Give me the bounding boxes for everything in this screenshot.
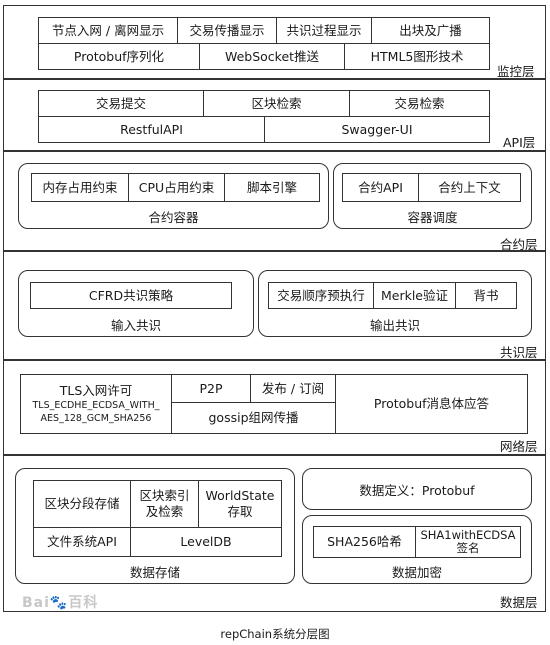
monitor-consensus-process: 共识过程显示 bbox=[276, 17, 372, 44]
leveldb: LevelDB bbox=[130, 527, 282, 557]
endorsement: 背书 bbox=[455, 282, 517, 309]
tls-cipher-suite: TLS_ECDHE_ECDSA_WITH_ AES_128_GCM_SHA256 bbox=[32, 400, 160, 424]
protobuf-response: Protobuf消息体应答 bbox=[335, 374, 528, 434]
sha256-hash: SHA256哈希 bbox=[313, 526, 416, 558]
data-storage-label: 数据存储 bbox=[129, 564, 180, 580]
api-layer-label: API层 bbox=[503, 135, 536, 150]
cfrd-strategy: CFRD共识策略 bbox=[30, 282, 232, 309]
data-layer-label: 数据层 bbox=[500, 595, 538, 610]
output-consensus-label: 输出共识 bbox=[369, 317, 420, 333]
worldstate-line1: WorldState bbox=[205, 488, 275, 504]
data-encryption-label: 数据加密 bbox=[391, 564, 442, 580]
contract-cpu-limit: CPU占用约束 bbox=[128, 173, 225, 202]
input-consensus-label: 输入共识 bbox=[110, 317, 161, 333]
monitor-block-broadcast: 出块及广播 bbox=[371, 17, 490, 44]
monitor-websocket-push: WebSocket推送 bbox=[199, 43, 345, 70]
p2p: P2P bbox=[171, 374, 251, 403]
contract-memory-limit: 内存占用约束 bbox=[31, 173, 129, 202]
api-restful: RestfulAPI bbox=[38, 116, 265, 143]
sha1-ecdsa-line1: SHA1withECDSA bbox=[420, 527, 516, 542]
network-layer-label: 网络层 bbox=[500, 439, 538, 454]
merkle-verify: Merkle验证 bbox=[373, 282, 456, 309]
api-block-search: 区块检索 bbox=[203, 90, 350, 117]
contract-container-label: 合约容器 bbox=[148, 209, 199, 225]
monitor-protobuf-serialization: Protobuf序列化 bbox=[38, 43, 200, 70]
block-index-search: 区块索引及检索 bbox=[130, 480, 199, 528]
block-segment-storage: 区块分段存储 bbox=[33, 480, 131, 528]
contract-layer-label: 合约层 bbox=[500, 237, 538, 252]
sha1-ecdsa-signature: SHA1withECDSA 签名 bbox=[415, 526, 521, 558]
monitor-html5-graphics: HTML5图形技术 bbox=[344, 43, 490, 70]
consensus-layer-label: 共识层 bbox=[500, 345, 538, 360]
tls-admission: TLS入网许可 TLS_ECDHE_ECDSA_WITH_ AES_128_GC… bbox=[20, 374, 172, 434]
sha1-ecdsa-line2: 签名 bbox=[456, 541, 480, 555]
api-swagger-ui: Swagger-UI bbox=[264, 116, 490, 143]
worldstate-line2: 存取 bbox=[227, 504, 253, 519]
contract-script-engine: 脚本引擎 bbox=[224, 173, 320, 202]
monitor-tx-propagation: 交易传播显示 bbox=[177, 17, 277, 44]
container-scheduler-label: 容器调度 bbox=[407, 209, 458, 225]
api-tx-search: 交易检索 bbox=[349, 90, 490, 117]
contract-context: 合约上下文 bbox=[418, 173, 521, 202]
data-definition-group bbox=[302, 468, 532, 510]
monitor-node-join-leave: 节点入网 / 离网显示 bbox=[38, 17, 178, 44]
data-definition-label: 数据定义：Protobuf bbox=[359, 482, 475, 498]
worldstate-access: WorldState 存取 bbox=[198, 480, 282, 528]
api-tx-submit: 交易提交 bbox=[38, 90, 204, 117]
publish-subscribe: 发布 / 订阅 bbox=[250, 374, 336, 403]
tx-order-preexec: 交易顺序预执行 bbox=[268, 282, 374, 309]
filesystem-api: 文件系统API bbox=[33, 527, 131, 557]
tls-admission-title: TLS入网许可 bbox=[59, 382, 133, 398]
contract-api: 合约API bbox=[342, 173, 419, 202]
diagram-title: repChain系统分层图 bbox=[220, 627, 330, 641]
watermark: Bai🐾百科 bbox=[22, 595, 99, 611]
monitor-layer-label: 监控层 bbox=[497, 64, 535, 79]
gossip-propagation: gossip组网传播 bbox=[171, 402, 336, 434]
